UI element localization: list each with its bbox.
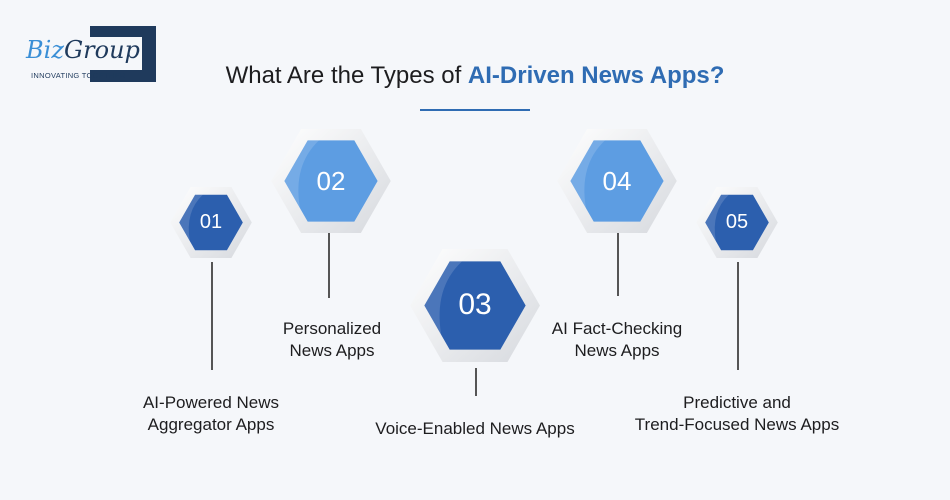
bizgroup-logo: BizGroup INNOVATING TOGETHER — [24, 26, 156, 84]
logo-tagline: INNOVATING TOGETHER — [31, 71, 126, 80]
hexagon-badge-02: 02 — [271, 129, 391, 233]
connector-line — [617, 233, 619, 296]
connector-line — [475, 368, 477, 396]
logo-wordmark: BizGroup — [26, 36, 140, 64]
connector-line — [328, 233, 330, 298]
hexagon-badge-03: 03 — [410, 248, 540, 362]
page-title: What Are the Types of AI-Driven News App… — [225, 62, 725, 89]
badge-number: 05 — [725, 210, 749, 233]
type-label-03: Voice-Enabled News Apps — [375, 419, 575, 438]
badge-number: 04 — [602, 165, 632, 196]
connector-line — [737, 262, 739, 370]
connector-line — [211, 262, 213, 370]
badge-number: 03 — [458, 288, 492, 321]
hexagon-badge-04: 04 — [557, 129, 677, 233]
hexagon-badge-01: 01 — [170, 186, 252, 258]
badge-number: 01 — [199, 210, 223, 233]
badge-number: 02 — [316, 165, 346, 196]
title-underline — [420, 109, 530, 111]
hexagon-badge-05: 05 — [696, 186, 778, 258]
